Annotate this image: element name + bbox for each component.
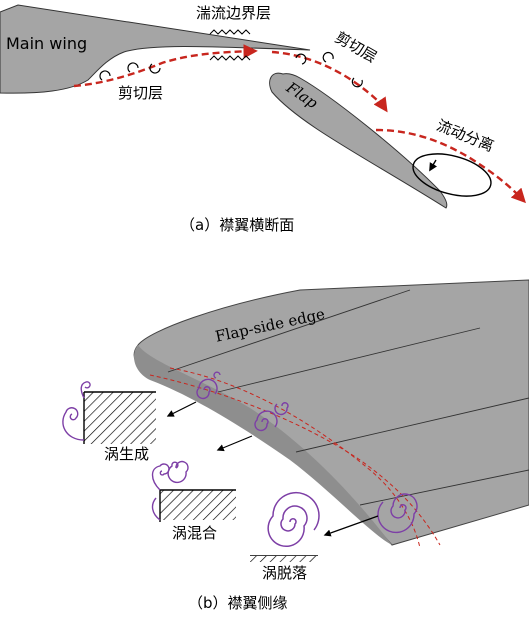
main-wing-label: Main wing [6,34,88,53]
separation-line [375,128,526,204]
shear-layer-right-line [271,50,388,113]
turbulent-boundary-layer-label: 湍流边界层 [196,4,272,22]
shear-vortices-left [99,62,161,81]
edge-vortices [196,371,418,534]
flap-side-face [134,345,392,545]
caption-b: （b）襟翼侧缘 [188,594,288,612]
shear-vortices-right [295,51,363,88]
vortex-generation-label: 涡生成 [104,445,150,463]
main-wing-shape [0,4,311,94]
inset-vortex-mixing [151,460,236,522]
separation-vortex-arrow [429,159,438,172]
flap-shape [269,72,448,209]
separation-vortex-ellipse [412,153,492,197]
vortex-shedding-label: 涡脱落 [262,564,308,582]
shear-layer-left-line [73,44,258,88]
turbulent-wiggles [209,29,251,61]
vortex-mixing-label: 涡混合 [172,524,218,542]
shear-layer-left-label: 剪切层 [118,84,164,102]
caption-a: （a）襟翼横断面 [180,216,295,234]
inset-arrows [166,401,379,537]
tip-vortex-paths [149,367,441,549]
inset-vortex-shedding [250,492,320,562]
inset-vortex-generation [62,381,156,444]
